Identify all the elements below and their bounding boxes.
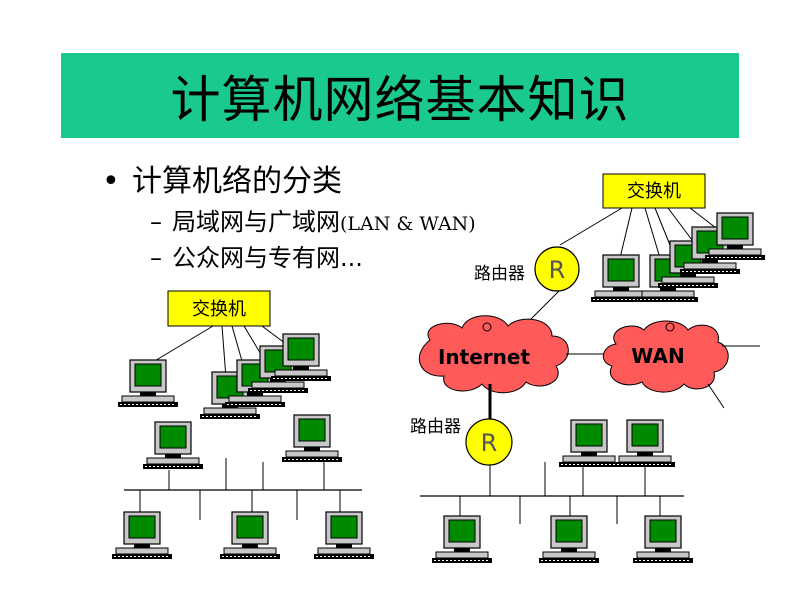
upper-router-label: 路由器 [474, 264, 525, 284]
upper-right-lan: 交换机 [559, 173, 766, 303]
dash-icon: – [150, 244, 162, 272]
left-switch [167, 290, 271, 327]
left-switch-label: 交换机 [192, 299, 246, 320]
upper-router-symbol: R [549, 256, 566, 284]
dash-icon: – [150, 208, 162, 236]
internet-cloud: Internet [418, 315, 569, 394]
lower-pc-4 [538, 515, 600, 564]
lower-pc-3 [431, 515, 493, 564]
left-pc-10 [313, 511, 375, 560]
left-lan: 交换机 [111, 290, 375, 560]
lower-router-symbol: R [481, 429, 498, 457]
left-pc-6 [142, 421, 204, 470]
lower-pc-5 [632, 515, 694, 564]
bullet-dot-icon: • [102, 164, 120, 199]
left-pc-8 [111, 511, 173, 560]
sub-bullet-lan-wan: –局域网与广域网(LAN & WAN) [150, 202, 476, 237]
wan-label: WAN [631, 344, 684, 368]
slide-title: 计算机网络基本知识 [170, 70, 630, 129]
upper-router: R 路由器 [474, 246, 580, 331]
sub1-text: 局域网与广域网 [172, 208, 340, 236]
upper-switch [602, 173, 706, 209]
lower-pc-2 [614, 419, 676, 468]
left-pc-7 [281, 414, 343, 463]
sub2-text: 公众网与专有网... [172, 244, 363, 272]
title-bar: 计算机网络基本知识 [61, 53, 739, 138]
lower-right-lan [420, 419, 694, 564]
bullet-main-text: 计算机络的分类 [132, 164, 342, 199]
left-pc-9 [219, 511, 281, 560]
sub-bullet-public-private: –公众网与专有网... [150, 238, 363, 273]
lower-pc-1 [558, 419, 620, 468]
wan-cloud: WAN [602, 320, 729, 393]
sub1-english: (LAN & WAN) [340, 213, 476, 235]
lower-router: R 路由器 [410, 417, 513, 466]
internet-label: Internet [438, 345, 530, 369]
lower-router-label: 路由器 [410, 417, 461, 437]
left-pc-1 [117, 359, 179, 408]
upper-switch-label: 交换机 [627, 181, 681, 202]
bullet-item-main: • 计算机络的分类 [102, 156, 342, 200]
